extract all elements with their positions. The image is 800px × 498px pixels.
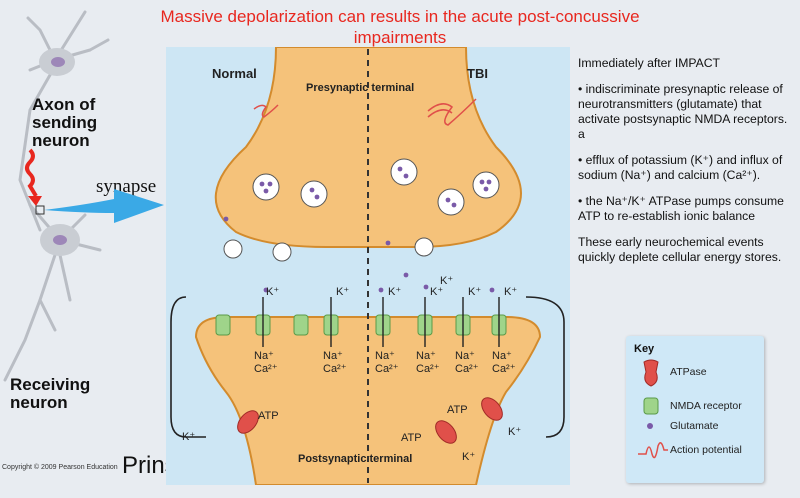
k-label: K⁺ [430, 286, 444, 298]
normal-label: Normal [212, 66, 257, 81]
key-item-action-potential: Action potential [670, 444, 742, 456]
receiving-neuron-label: Receiving neuron [10, 375, 91, 412]
k-label: K⁺ [336, 286, 350, 298]
k-label: K⁺ [462, 451, 476, 463]
glutamate-icon [647, 423, 653, 429]
key-item-atpase: ATPase [670, 366, 707, 378]
explanation-heading: Immediately after IMPACT [578, 56, 720, 70]
bullet-item: • efflux of potassium (K⁺) and influx of… [578, 153, 783, 182]
na-ca-label: Na⁺Ca²⁺ [375, 350, 399, 375]
tbi-label: TBI [467, 66, 488, 81]
explanation-text: Immediately after IMPACT • indiscriminat… [578, 56, 796, 276]
neuron-illustration [3, 10, 110, 382]
copyright-text: Copyright © 2009 Pearson Education [2, 464, 118, 471]
na-ca-label: Na⁺Ca²⁺ [455, 350, 479, 375]
nmda-receptor-icon [643, 397, 659, 415]
closing-text: These early neurochemical events quickly… [578, 235, 782, 264]
postsynaptic-label: Postsynaptic terminal [298, 453, 413, 465]
na-ca-label: Na⁺Ca²⁺ [254, 350, 278, 375]
atp-label: ATP [258, 410, 279, 422]
key-item-nmda: NMDA receptor [670, 400, 742, 412]
action-potential-icon [638, 442, 668, 459]
na-ca-label: Na⁺Ca²⁺ [416, 350, 440, 375]
na-ca-label: Na⁺Ca²⁺ [492, 350, 516, 375]
bullet-item: • the Na⁺/K⁺ ATPase pumps consume ATP to… [578, 194, 784, 223]
k-label: K⁺ [182, 431, 196, 443]
atp-label: ATP [447, 404, 468, 416]
synapse-arrow [44, 189, 164, 223]
slide-title: Massive depolarization can results in th… [160, 7, 640, 47]
k-label: K⁺ [440, 275, 454, 287]
key-title: Key [634, 343, 655, 355]
k-label: K⁺ [266, 286, 280, 298]
na-ca-label: Na⁺Ca²⁺ [323, 350, 347, 375]
atp-label: ATP [401, 432, 422, 444]
synapse-label: synapse [96, 176, 157, 197]
diagram-key: Key ATPase NMDA receptor Glutamate Actio… [626, 336, 764, 483]
synapse-diagram [166, 47, 570, 485]
k-label: K⁺ [508, 426, 522, 438]
k-label: K⁺ [504, 286, 518, 298]
k-label: K⁺ [388, 286, 402, 298]
axon-label: Axon of sending neuron [32, 95, 98, 150]
key-item-glutamate: Glutamate [670, 420, 719, 432]
k-label: K⁺ [468, 286, 482, 298]
atpase-icon [643, 359, 659, 387]
presynaptic-label: Presynaptic terminal [306, 82, 415, 94]
bullet-item: • indiscriminate presynaptic release of … [578, 82, 788, 141]
